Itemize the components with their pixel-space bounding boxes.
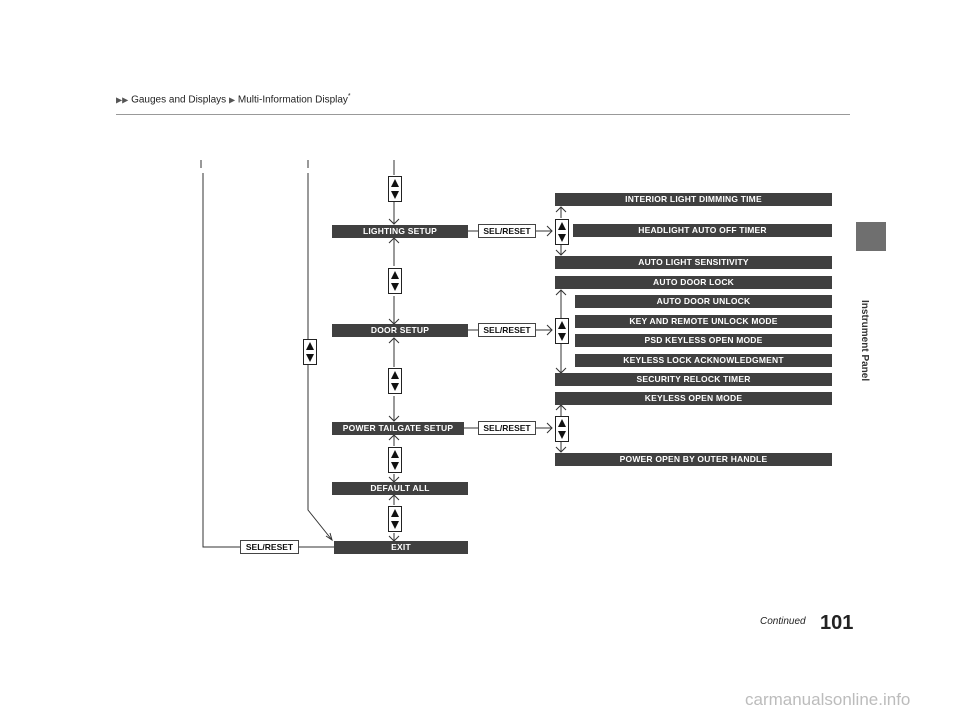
header-rule bbox=[116, 114, 850, 115]
breadcrumb-arrow-icon: ▶▶ bbox=[116, 95, 129, 105]
door-item[interactable]: AUTO DOOR LOCK bbox=[555, 276, 832, 289]
door-item[interactable]: KEYLESS LOCK ACKNOWLEDGMENT bbox=[575, 354, 832, 367]
door-item[interactable]: AUTO DOOR UNLOCK bbox=[575, 295, 832, 308]
lighting-item[interactable]: HEADLIGHT AUTO OFF TIMER bbox=[573, 224, 832, 237]
menu-default-all[interactable]: DEFAULT ALL bbox=[332, 482, 468, 495]
continued-label: Continued bbox=[760, 616, 806, 627]
section-tab bbox=[856, 222, 886, 251]
up-down-arrows-icon[interactable] bbox=[555, 318, 569, 344]
up-down-arrows-icon[interactable] bbox=[555, 219, 569, 245]
up-down-arrows-icon[interactable] bbox=[388, 176, 402, 202]
breadcrumb: ▶▶ Gauges and Displays ▶ Multi-Informati… bbox=[116, 93, 351, 105]
up-down-arrows-icon[interactable] bbox=[388, 368, 402, 394]
asterisk: * bbox=[347, 93, 351, 100]
tailgate-item[interactable]: KEYLESS OPEN MODE bbox=[555, 392, 832, 405]
up-down-arrows-icon[interactable] bbox=[303, 339, 317, 365]
door-item[interactable]: SECURITY RELOCK TIMER bbox=[555, 373, 832, 386]
sel-reset-button[interactable]: SEL/RESET bbox=[478, 224, 536, 238]
watermark: carmanualsonline.info bbox=[745, 690, 911, 709]
up-down-arrows-icon[interactable] bbox=[388, 447, 402, 473]
lighting-item[interactable]: INTERIOR LIGHT DIMMING TIME bbox=[555, 193, 832, 206]
door-item[interactable]: PSD KEYLESS OPEN MODE bbox=[575, 334, 832, 347]
lighting-item[interactable]: AUTO LIGHT SENSITIVITY bbox=[555, 256, 832, 269]
door-item[interactable]: KEY AND REMOTE UNLOCK MODE bbox=[575, 315, 832, 328]
up-down-arrows-icon[interactable] bbox=[388, 506, 402, 532]
menu-exit[interactable]: EXIT bbox=[334, 541, 468, 554]
menu-door-setup[interactable]: DOOR SETUP bbox=[332, 324, 468, 337]
sel-reset-button[interactable]: SEL/RESET bbox=[478, 323, 536, 337]
page-number: 101 bbox=[820, 612, 854, 634]
breadcrumb-item-gauges[interactable]: Gauges and Displays bbox=[131, 94, 227, 106]
sel-reset-button[interactable]: SEL/RESET bbox=[240, 540, 299, 554]
sel-reset-button[interactable]: SEL/RESET bbox=[478, 421, 536, 435]
breadcrumb-arrow-icon: ▶ bbox=[228, 95, 236, 105]
up-down-arrows-icon[interactable] bbox=[555, 416, 569, 442]
breadcrumb-item-mid[interactable]: Multi-Information Display bbox=[237, 94, 348, 106]
up-down-arrows-icon[interactable] bbox=[388, 268, 402, 294]
menu-power-tailgate-setup[interactable]: POWER TAILGATE SETUP bbox=[332, 422, 464, 435]
tailgate-item[interactable]: POWER OPEN BY OUTER HANDLE bbox=[555, 453, 832, 466]
menu-lighting-setup[interactable]: LIGHTING SETUP bbox=[332, 225, 468, 238]
